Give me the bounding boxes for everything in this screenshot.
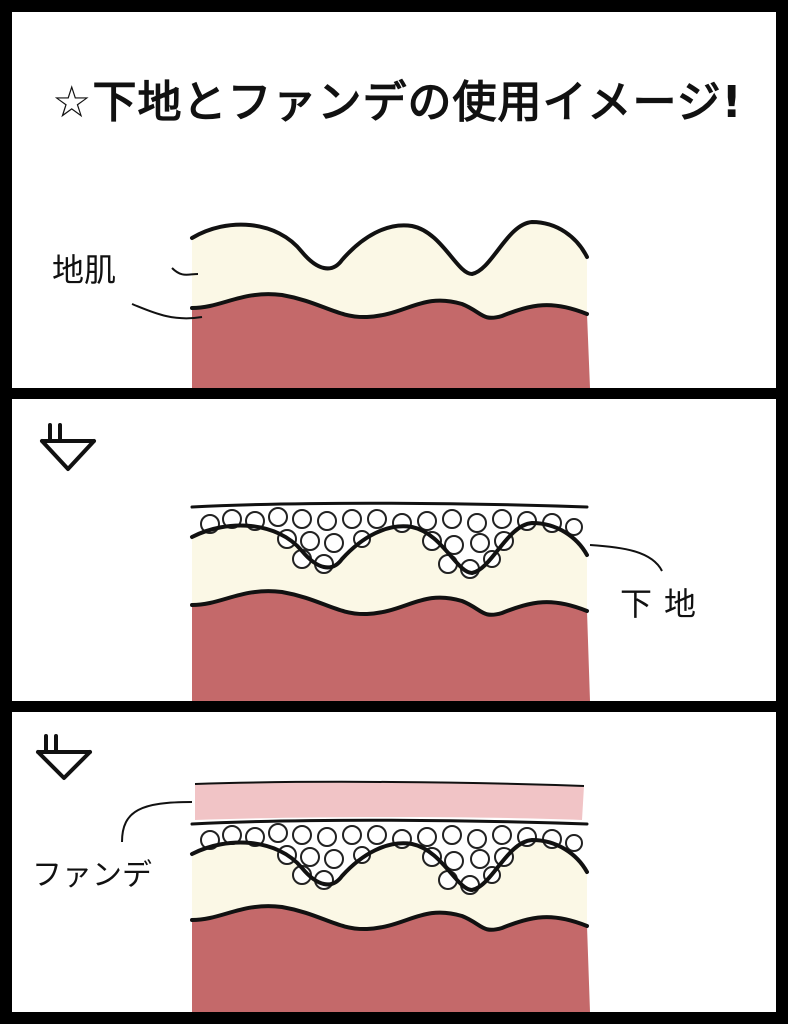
panel-bare-skin: ☆下地とファンデの使用イメージ! 地肌 — [12, 12, 776, 388]
foundation-layer — [195, 781, 584, 820]
skin-top-outline — [190, 837, 589, 893]
skin-base-layer — [192, 906, 590, 1012]
primer-top-outline — [190, 501, 589, 509]
label-foundation: ファンデ — [32, 858, 152, 893]
skin-illustration-3 — [36, 734, 590, 1012]
skin-top-outline — [190, 520, 589, 576]
skin-base-outline — [190, 904, 589, 932]
skin-label-leader-1 — [171, 267, 199, 276]
skin-illustration-2 — [40, 423, 663, 701]
skin-top-layer — [192, 222, 587, 318]
panel-foundation: ファンデ — [12, 712, 776, 1012]
label-bare-skin: 地肌 — [52, 251, 117, 289]
skin-base-outline — [190, 292, 589, 320]
down-arrow-icon — [40, 423, 96, 471]
skin-illustration-1 — [131, 219, 590, 388]
foundation-label-leader — [121, 801, 193, 843]
primer-beads — [200, 823, 583, 895]
primer-top-outline — [190, 818, 589, 826]
primer-label-leader — [589, 544, 663, 572]
panel-primer: 下地 — [12, 399, 776, 701]
page-title: ☆下地とファンデの使用イメージ! — [52, 77, 743, 128]
skin-base-outline — [190, 589, 589, 617]
skin-top-outline — [190, 219, 589, 277]
skin-label-leader-2 — [131, 303, 203, 320]
down-arrow-icon — [36, 734, 92, 780]
foundation-top-outline — [194, 780, 585, 787]
label-primer: 下地 — [620, 585, 709, 623]
skin-base-layer — [192, 591, 590, 701]
skin-base-layer — [192, 294, 590, 388]
